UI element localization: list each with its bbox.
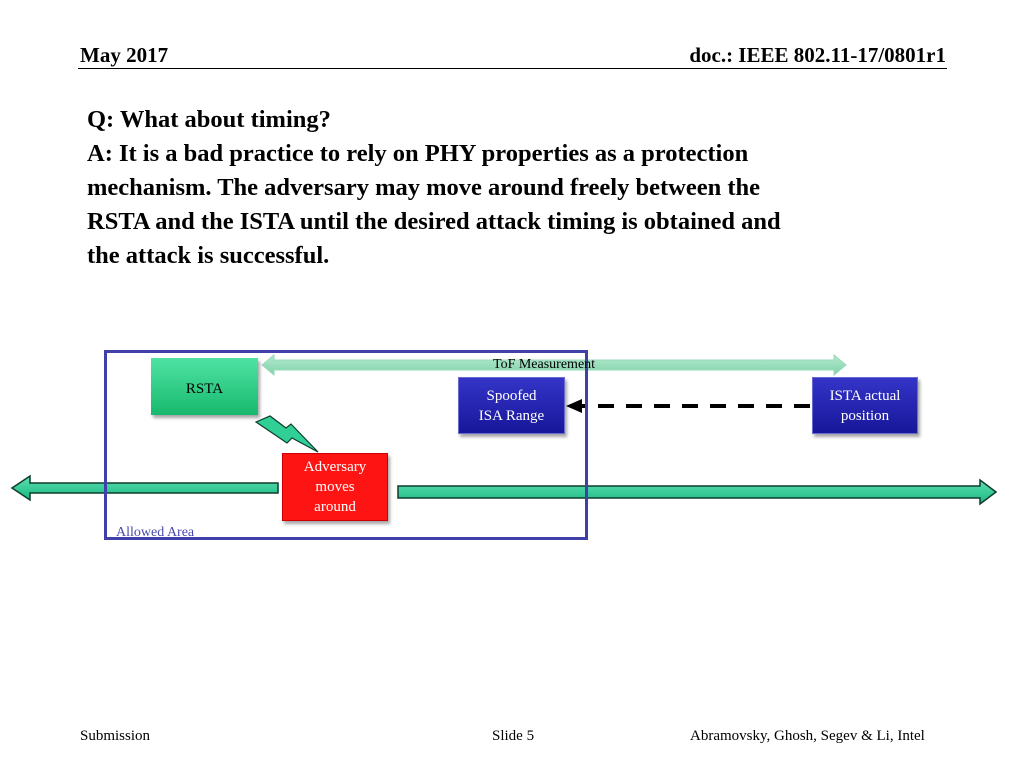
tof-arrow (261, 353, 847, 377)
body-line-question: Q: What about timing? (87, 106, 331, 133)
header-divider (78, 68, 947, 69)
body-line-answer-1: A: It is a bad practice to rely on PHY p… (87, 140, 749, 167)
lightning-bolt-icon (254, 415, 319, 453)
ista-label-line-2: position (840, 407, 890, 424)
adversary-label-line-3: around (314, 499, 356, 515)
allowed-area-label: Allowed Area (116, 525, 195, 540)
ista-label-line-1: ISTA actual (829, 387, 901, 404)
spoof-dashed-arrow (566, 399, 810, 413)
adversary-label-line-2: moves (315, 479, 355, 495)
spoofed-isa-range-node: Spoofed ISA Range (458, 377, 565, 434)
adversary-label-line-1: Adversary (303, 459, 367, 475)
adversary-node: Adversary moves around (282, 453, 388, 521)
rsta-label: RSTA (185, 381, 224, 397)
spoofed-label-line-1: Spoofed (486, 387, 537, 404)
header-doc-id: doc.: IEEE 802.11-17/0801r1 (689, 43, 946, 67)
body-line-answer-2: mechanism. The adversary may move around… (87, 174, 760, 201)
footer-slide-number: Slide 5 (492, 728, 535, 744)
tof-measurement-label: ToF Measurement (493, 357, 596, 372)
rsta-node: RSTA (151, 358, 258, 415)
body-line-answer-3: RSTA and the ISTA until the desired atta… (87, 208, 781, 235)
left-track-arrow (10, 474, 279, 502)
ista-actual-position-node: ISTA actual position (812, 377, 918, 434)
footer-submission: Submission (80, 728, 151, 744)
right-track-arrow (397, 478, 998, 506)
body-line-answer-4: the attack is successful. (87, 242, 330, 269)
spoofed-label-line-2: ISA Range (478, 407, 545, 424)
header-date: May 2017 (80, 43, 169, 67)
slide-body: Q: What about timing? A: It is a bad pra… (87, 103, 947, 273)
footer-authors: Abramovsky, Ghosh, Segev & Li, Intel (690, 728, 925, 744)
allowed-area-box (104, 350, 588, 540)
